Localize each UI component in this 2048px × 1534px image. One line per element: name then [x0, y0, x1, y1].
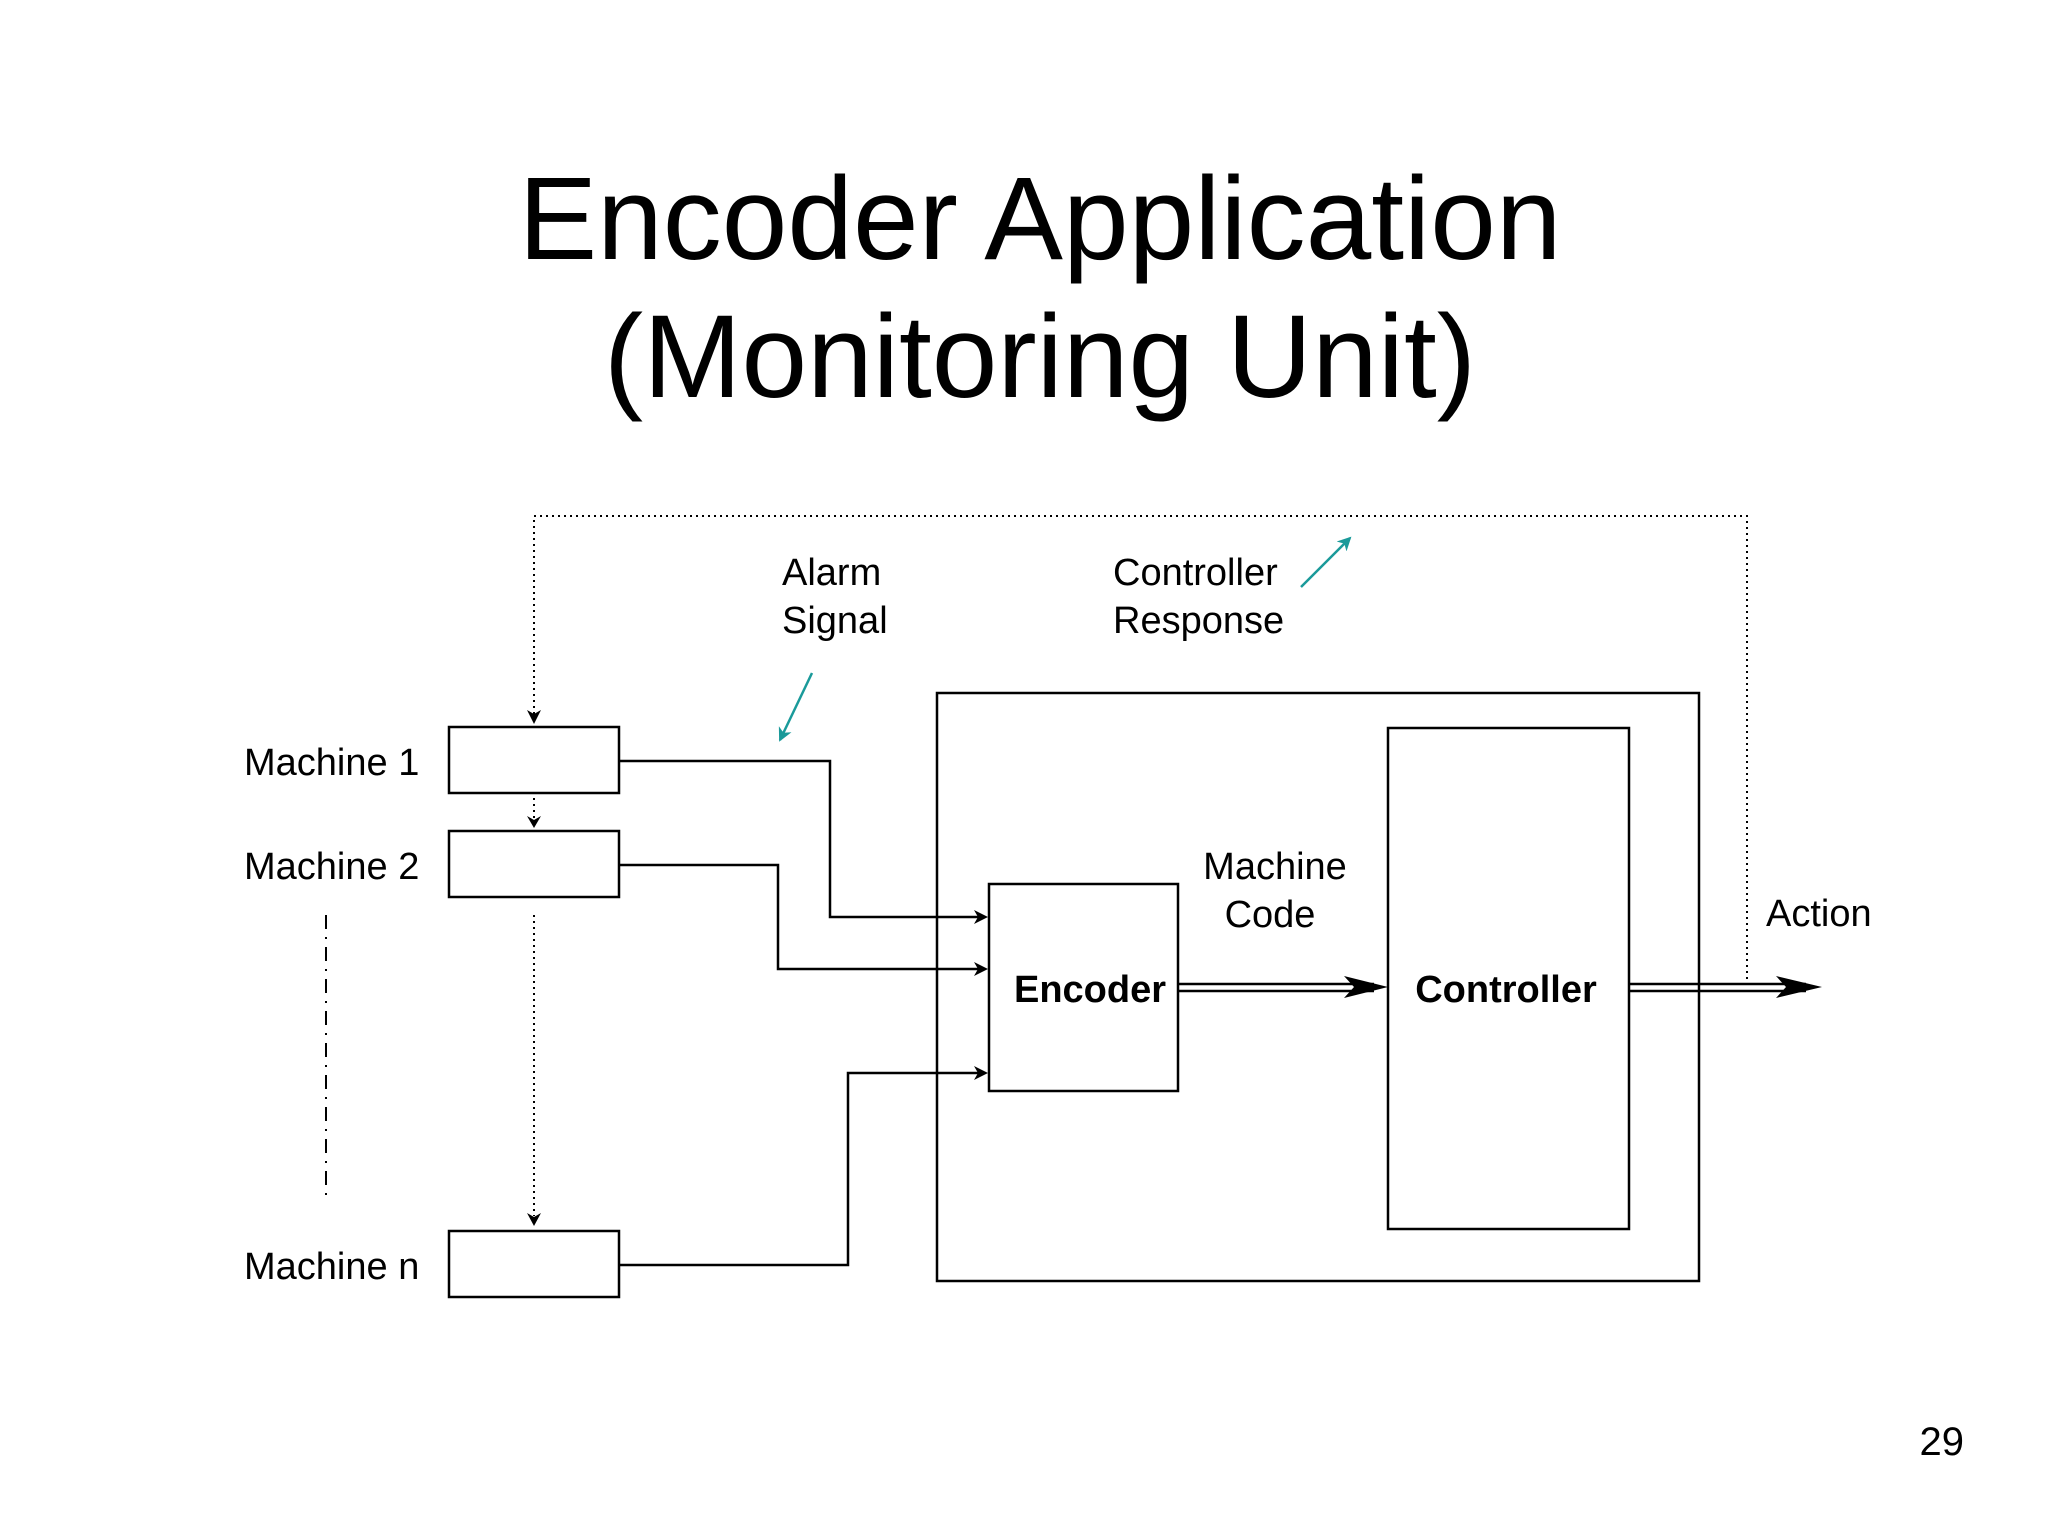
machine-code-arrowhead	[1344, 976, 1388, 998]
feedback-arrowhead	[527, 710, 541, 724]
machine-1-label: Machine 1	[244, 742, 419, 784]
action-label: Action	[1766, 893, 1872, 935]
chain-arrowhead-1	[527, 816, 541, 828]
encoder-label: Encoder	[1014, 969, 1166, 1011]
machine-n-signal-line	[619, 1071, 980, 1267]
page-number: 29	[1919, 1420, 1965, 1464]
machine-2-signal-line	[619, 863, 980, 971]
controller-response-loop	[533, 515, 1748, 985]
encoder-box	[987, 882, 1180, 1093]
machine-2-label: Machine 2	[244, 846, 419, 888]
machine-1-signal-arrowhead	[974, 910, 988, 924]
machine-1-box	[447, 725, 621, 795]
alarm-signal-label-line-1: Alarm	[782, 552, 881, 594]
machine-code-label-line-1: Machine	[1203, 846, 1347, 888]
controller-response-pointer-arrow	[1300, 536, 1352, 588]
machine-2-box	[447, 829, 621, 899]
machine-code-label-line-2: Code	[1225, 894, 1316, 936]
chain-arrowhead-n	[527, 1213, 541, 1226]
machine-2-signal-arrowhead	[974, 962, 988, 976]
action-arrowhead	[1776, 976, 1822, 998]
machine-n-label: Machine n	[244, 1246, 419, 1288]
controller-label: Controller	[1415, 969, 1597, 1011]
page-title: Encoder Application (Monitoring Unit)	[0, 150, 2048, 426]
title-line-1: Encoder Application	[518, 153, 1562, 285]
controller-response-label-line-2: Response	[1113, 600, 1284, 642]
monitoring-unit-box	[935, 691, 1701, 1283]
alarm-signal-pointer-arrow	[778, 672, 814, 742]
alarm-signal-label-line-2: Signal	[782, 600, 888, 642]
controller-box	[1386, 726, 1631, 1231]
machine-1-signal-line	[619, 759, 980, 919]
machine-n-box	[447, 1229, 621, 1299]
title-line-2: (Monitoring Unit)	[603, 291, 1477, 423]
machine-n-signal-arrowhead	[974, 1066, 988, 1080]
controller-response-label-line-1: Controller	[1113, 552, 1278, 594]
